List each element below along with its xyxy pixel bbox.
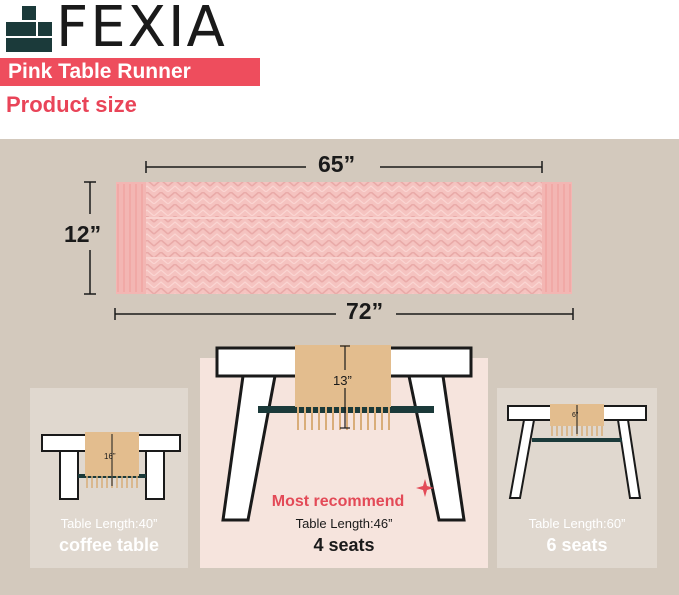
drop-label-4-seats: 13” [333,373,352,388]
title-banner: Pink Table Runner [0,58,260,86]
table-length-label: Table Length:46” [295,516,393,531]
table-runner-illustration [116,182,572,294]
section-title: Product size [6,92,137,117]
table-length-label: Table Length:40” [60,516,158,531]
page-title: Pink Table Runner [8,60,191,83]
drop-label-coffee-table: 16” [104,452,116,461]
table-type-label: 4 seats [313,535,375,555]
runner-total-length-label: 72” [346,298,384,324]
runner-height-label: 12” [64,221,102,247]
runner-width-label: 65” [318,151,356,177]
sparkle-icon [416,479,434,497]
brand-name: FEXIA [56,0,227,60]
table-illustration-coffee-table [41,432,181,500]
table-illustration-4-seats [215,345,473,522]
width-dimension-line [145,161,543,173]
recommend-badge: Most recommend [271,493,405,510]
table-illustration-6-seats [507,404,647,499]
table-type-label: 6 seats [546,535,608,555]
height-dimension-line [84,181,96,295]
brand-logo-icon [6,6,52,52]
total-length-dimension-line [114,308,574,320]
drop-label-6-seats: 6” [572,412,579,419]
table-type-label: coffee table [58,535,160,555]
table-length-label: Table Length:60” [528,516,626,531]
